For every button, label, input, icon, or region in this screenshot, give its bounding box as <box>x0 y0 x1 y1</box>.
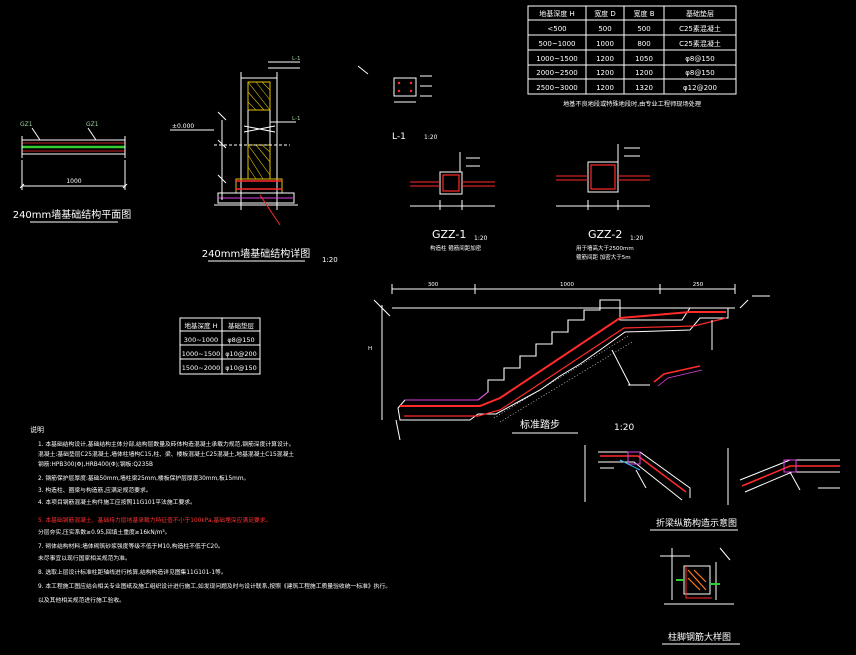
wall-section-detail: L-1 L-1 ±0.000 240mm墙基础结构详图 1:20 <box>170 56 338 264</box>
table-top-cell: 500 <box>598 25 611 33</box>
l1-small-detail: L-1 1:20 <box>357 65 438 142</box>
gzz1-detail: GZZ-1 1:20 构造柱 箍筋间距加密 <box>410 152 495 252</box>
joint-title: 柱脚钢筋大样图 <box>668 631 731 643</box>
notes-heading: 说明 <box>30 425 44 434</box>
label-l1-mid: L-1 <box>292 116 300 122</box>
table-mid-cell: φ8@150 <box>227 336 254 344</box>
gzz2-scale: 1:20 <box>630 235 644 242</box>
elevation-label: ±0.000 <box>172 123 194 130</box>
table-mid-cell: 1500~2000 <box>182 364 221 372</box>
table-top-cell: 800 <box>637 40 650 48</box>
gz-label-2: GZ1 <box>86 121 99 128</box>
table-mid-cell: φ10@200 <box>225 350 256 358</box>
table-mid: 地基深度 H 基础垫层 300~1000 φ8@150 1000~1500 φ1… <box>179 317 261 375</box>
table-top-cell: C25素混凝土 <box>679 39 721 48</box>
stair-scale: 1:20 <box>614 423 634 433</box>
table-top-cell: 1000 <box>596 40 614 48</box>
gzz1-title: GZZ-1 <box>432 228 466 241</box>
stair-dim-1: 300 <box>428 282 439 288</box>
wall-section-title: 240mm墙基础结构详图 <box>202 247 311 260</box>
table-top-cell: φ12@200 <box>683 84 717 92</box>
note-line: 4. 本项目钢筋混凝土构件施工应按照11G101平法施工要求。 <box>38 498 196 506</box>
gzz2-note-2: 箍筋间距 加密大于5m <box>576 253 631 261</box>
rebar-bend-detail: 折梁纵筋构造示意图 <box>584 445 840 531</box>
label-l1-top: L-1 <box>292 56 300 62</box>
table-top-cell: 1320 <box>635 84 653 92</box>
note-line: 分层夯实,压实系数≥0.95,回填土重度≥16kN/m³。 <box>38 528 170 536</box>
table-top-cell: 2500~3000 <box>536 84 578 92</box>
table-top-header-3: 基础垫层 <box>686 9 714 18</box>
table-mid-header-0: 地基深度 H <box>185 321 218 330</box>
table-mid-cell: 300~1000 <box>184 336 218 344</box>
wall-plan-detail: GZ1 GZ1 1000 240mm墙基础结构平面图 <box>13 121 132 223</box>
table-top-cell: 1200 <box>596 69 614 77</box>
table-top-cell: <500 <box>547 25 566 33</box>
gz-label-1: GZ1 <box>20 121 33 128</box>
table-top-cell: 500~1000 <box>538 40 575 48</box>
dim-length: 1000 <box>66 178 81 185</box>
gzz2-note-1: 用于墙高大于2500mm <box>576 244 634 252</box>
note-line: 混凝土:基础垫层C25混凝土,墙体柱墙构C15,柱、梁、楼板混凝土C25混凝土,… <box>38 450 294 458</box>
table-top-cell: 2000~2500 <box>536 69 578 77</box>
table-top-cell: 1200 <box>635 69 653 77</box>
note-line: 2. 钢筋保护层厚度:基础50mm,墙柱梁25mm,楼板保护层厚度30mm,板1… <box>38 474 249 482</box>
table-top-cell: 1050 <box>635 55 653 63</box>
note-line: 未尽事宜以现行国家相关规范为准。 <box>38 554 131 562</box>
table-top-cell: φ8@150 <box>685 69 714 77</box>
table-top-cell: C25素混凝土 <box>679 24 721 33</box>
note-line: 8. 选取上层设计标准柱距轴线进行核算,结构构造详见图集11G101-1等。 <box>38 568 227 576</box>
table-mid-header-1: 基础垫层 <box>228 321 255 330</box>
notes: 说明 1. 本基础结构设计,基础结构主体分部,结构层数量及砖体构造混凝土承载力规… <box>30 425 391 604</box>
joint-detail: 柱脚钢筋大样图 <box>660 547 740 645</box>
wall-section-scale: 1:20 <box>322 256 338 264</box>
stair-dim-3: 250 <box>693 282 704 288</box>
l1-scale: 1:20 <box>424 134 438 141</box>
stair-dim-h: H <box>368 346 372 352</box>
table-top-cell: φ8@150 <box>685 55 714 63</box>
table-top-header-2: 宽度 B <box>633 9 654 18</box>
table-top: 地基深度 H 宽度 D 宽度 B 基础垫层 <500 500 500 C25素混… <box>527 5 737 108</box>
stair-title: 标准踏步 <box>520 418 560 431</box>
table-top-cell: 1000~1500 <box>536 55 578 63</box>
table-mid-cell: φ10@150 <box>225 364 256 372</box>
note-line: 1. 本基础结构设计,基础结构主体分部,结构层数量及砖体构造混凝土承载力规范,钢… <box>38 440 294 448</box>
table-top-cell: 1200 <box>596 55 614 63</box>
stair-dim-2: 1000 <box>560 282 574 288</box>
stair-detail: 300 1000 250 H 标准踏步 1:20 <box>368 282 770 441</box>
note-line-highlight: 5. 本基础钢筋混凝土、基础持力层地基承载力特征值不小于100kPa,基础埋深应… <box>38 516 271 524</box>
table-top-header-1: 宽度 D <box>594 9 616 18</box>
note-line: 7. 砌体结构材料:墙体砌筑砂浆强度等级不低于M10,构造柱不低于C20。 <box>38 542 224 550</box>
gzz1-scale: 1:20 <box>474 235 488 242</box>
table-mid-cell: 1000~1500 <box>182 350 221 358</box>
gzz2-title: GZZ-2 <box>588 228 622 241</box>
table-top-caption: 地基不良地段或特殊地段时,由专业工程师现场处理 <box>563 100 701 108</box>
rebar-title: 折梁纵筋构造示意图 <box>656 517 737 529</box>
note-line: 以及其他相关规范进行施工验收。 <box>38 596 125 604</box>
gzz1-note: 构造柱 箍筋间距加密 <box>430 244 482 252</box>
note-line: 9. 本工程施工图应结合相关专业图纸及施工组织设计进行施工,如发现问题及时与设计… <box>38 582 391 590</box>
table-top-cell: 500 <box>637 25 650 33</box>
l1-title: L-1 <box>392 132 406 142</box>
note-line: 3. 构造柱、圈梁与构造筋,应满足规范要求。 <box>38 486 152 494</box>
table-top-header-0: 地基深度 H <box>539 9 575 18</box>
gzz2-detail: GZZ-2 1:20 用于墙高大于2500mm 箍筋间距 加密大于5m <box>556 144 650 261</box>
wall-plan-title: 240mm墙基础结构平面图 <box>13 208 132 221</box>
note-line: 钢筋:HPB300(Φ),HRB400(Φ);钢板:Q235B <box>38 460 153 468</box>
table-top-cell: 1200 <box>596 84 614 92</box>
